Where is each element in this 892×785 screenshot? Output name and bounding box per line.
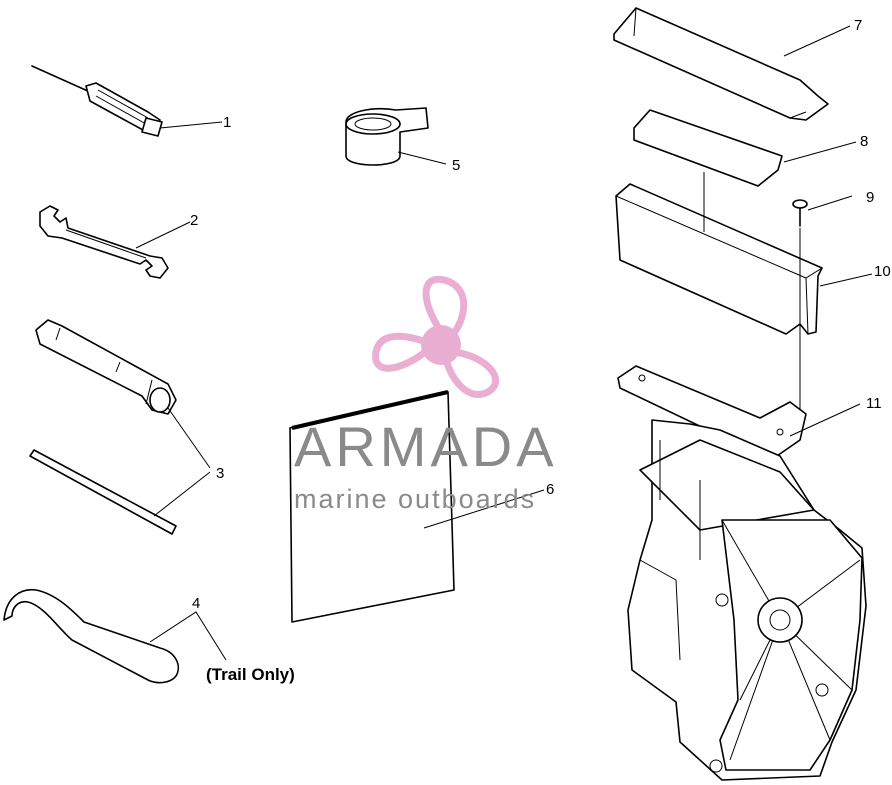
spark-plug-socket xyxy=(35,319,177,415)
tape-roll xyxy=(345,107,429,166)
owners-manual xyxy=(289,390,455,623)
watermark-brand: ARMADA xyxy=(294,415,558,478)
toolbox-lid xyxy=(613,7,829,121)
leader-6 xyxy=(423,489,545,529)
watermark-tagline: marine outboards xyxy=(294,484,536,514)
callout-5: 5 xyxy=(452,157,460,174)
mounting-bracket xyxy=(617,365,807,459)
callout-11: 11 xyxy=(866,395,882,412)
tommy-bar xyxy=(29,449,177,535)
propeller-logo xyxy=(372,276,500,398)
callout-8: 8 xyxy=(860,133,868,150)
leader-1 xyxy=(159,121,223,129)
open-end-wrench xyxy=(39,205,169,279)
callout-10: 10 xyxy=(874,263,891,280)
leader-5 xyxy=(397,151,447,165)
leader-2 xyxy=(135,221,191,249)
leader-4 xyxy=(149,611,227,661)
callout-6: 6 xyxy=(546,481,554,498)
screw xyxy=(792,199,808,227)
trail-only-note: (Trail Only) xyxy=(206,665,295,684)
callout-2: 2 xyxy=(190,212,198,229)
leader-11 xyxy=(789,403,861,437)
screwdriver xyxy=(31,65,163,137)
callout-7: 7 xyxy=(854,17,862,34)
leader-8 xyxy=(783,141,857,163)
leader-9 xyxy=(807,195,853,211)
leader-3 xyxy=(153,407,211,517)
storage-tray xyxy=(615,172,823,420)
callout-3: 3 xyxy=(216,465,224,482)
leader-10 xyxy=(819,273,873,287)
callout-1: 1 xyxy=(223,114,231,131)
callout-9: 9 xyxy=(866,189,874,206)
hook-spanner xyxy=(3,589,180,684)
leader-7 xyxy=(783,25,851,57)
callout-4: 4 xyxy=(192,595,200,612)
drive-housing xyxy=(627,419,867,781)
foam-pad xyxy=(633,109,783,187)
